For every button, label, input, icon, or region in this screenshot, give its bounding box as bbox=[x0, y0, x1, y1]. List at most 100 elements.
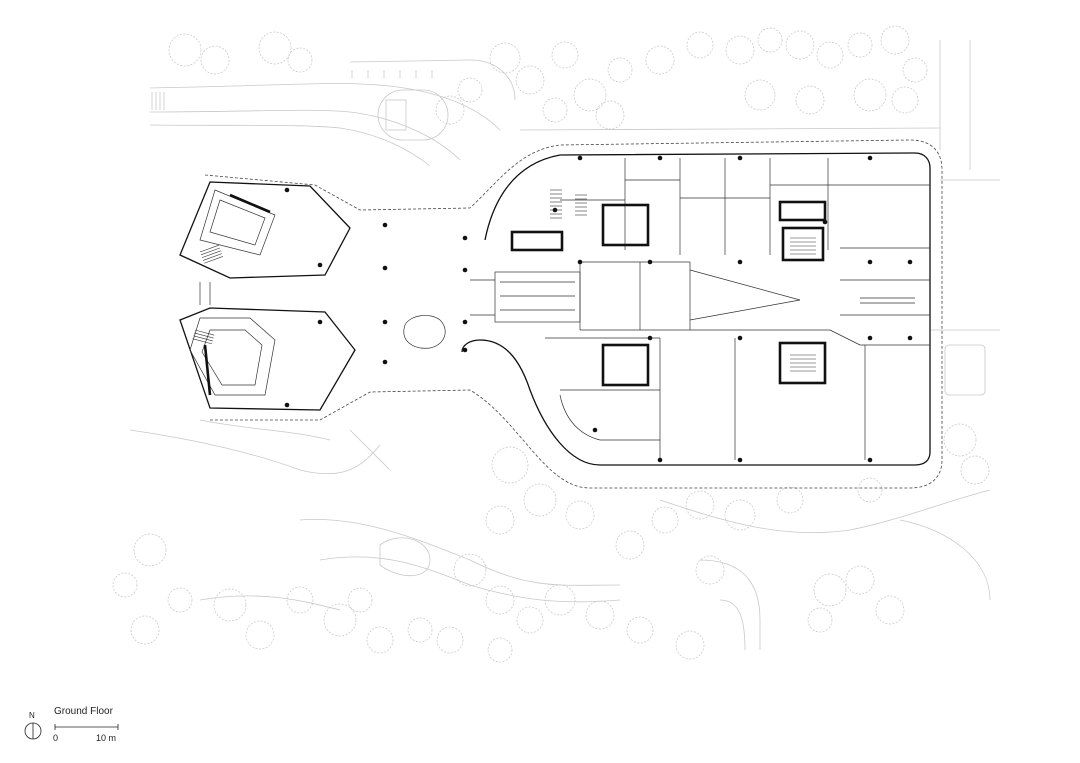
tree bbox=[516, 606, 544, 634]
right-block bbox=[944, 344, 986, 396]
road-edge bbox=[149, 83, 501, 131]
column bbox=[462, 235, 468, 241]
tree bbox=[891, 86, 919, 114]
path-edge bbox=[899, 519, 991, 601]
column bbox=[737, 457, 743, 463]
path-edge bbox=[199, 595, 341, 611]
column bbox=[737, 259, 743, 265]
tree bbox=[626, 616, 654, 644]
tree bbox=[615, 530, 645, 560]
column bbox=[907, 259, 913, 265]
path-edge bbox=[699, 559, 761, 650]
tree bbox=[453, 553, 487, 587]
column bbox=[907, 335, 913, 341]
tree bbox=[130, 615, 160, 645]
trees bbox=[112, 25, 990, 663]
column bbox=[737, 155, 743, 161]
tree bbox=[287, 47, 313, 73]
main-block bbox=[461, 152, 931, 466]
crosswalk bbox=[151, 92, 165, 110]
tree bbox=[167, 587, 193, 613]
tree bbox=[960, 455, 990, 485]
tree bbox=[847, 32, 873, 58]
tree bbox=[685, 490, 715, 520]
scale-end-label: 10 m bbox=[96, 733, 117, 743]
tree bbox=[168, 33, 202, 67]
road-edge bbox=[149, 109, 461, 161]
road-edge bbox=[349, 59, 516, 101]
column bbox=[284, 402, 290, 408]
column bbox=[657, 457, 663, 463]
north-label: N bbox=[29, 711, 35, 720]
tree bbox=[807, 607, 833, 633]
column bbox=[867, 335, 873, 341]
path-edge bbox=[199, 419, 331, 441]
column bbox=[647, 259, 653, 265]
tree bbox=[542, 97, 568, 123]
tree bbox=[573, 78, 607, 112]
tree bbox=[523, 483, 557, 517]
column bbox=[284, 187, 290, 193]
column bbox=[867, 259, 873, 265]
tree bbox=[813, 573, 847, 607]
column bbox=[867, 457, 873, 463]
path-edge bbox=[299, 518, 621, 586]
column bbox=[592, 427, 598, 433]
tree bbox=[651, 506, 679, 534]
interior-partitions bbox=[189, 158, 930, 460]
column bbox=[657, 155, 663, 161]
island bbox=[379, 537, 431, 577]
columns bbox=[284, 155, 913, 463]
tree bbox=[213, 588, 247, 622]
drawing-title: Ground Floor bbox=[54, 706, 113, 717]
road-edge bbox=[149, 124, 431, 167]
tree bbox=[347, 587, 373, 613]
tree bbox=[435, 95, 465, 125]
tree bbox=[795, 85, 825, 115]
tree bbox=[407, 617, 433, 643]
tree bbox=[565, 500, 595, 530]
cores bbox=[203, 193, 827, 396]
tree bbox=[595, 100, 625, 130]
north-arrow bbox=[24, 722, 42, 740]
parking-stripes bbox=[351, 70, 433, 78]
path-edge bbox=[659, 489, 991, 534]
path-edge bbox=[349, 429, 391, 471]
tree bbox=[725, 35, 755, 65]
column bbox=[647, 335, 653, 341]
column bbox=[382, 359, 388, 365]
tree bbox=[245, 620, 275, 650]
tree bbox=[880, 25, 910, 55]
scale-bar bbox=[54, 724, 119, 730]
column bbox=[382, 265, 388, 271]
tree bbox=[902, 57, 928, 83]
tree bbox=[816, 41, 844, 69]
west-pod-north bbox=[179, 181, 351, 279]
path-edge bbox=[129, 429, 381, 475]
tree bbox=[757, 27, 783, 53]
tree bbox=[585, 600, 615, 630]
path-edge bbox=[719, 599, 746, 651]
tree bbox=[675, 630, 705, 660]
tree bbox=[845, 565, 875, 595]
tree bbox=[485, 505, 515, 535]
tree bbox=[785, 30, 815, 60]
tree bbox=[200, 45, 230, 75]
tree bbox=[457, 77, 483, 103]
column bbox=[822, 219, 828, 225]
tree bbox=[112, 572, 138, 598]
tree bbox=[724, 499, 756, 531]
tree bbox=[544, 584, 576, 616]
stairs bbox=[192, 189, 816, 372]
tree bbox=[515, 65, 545, 95]
column bbox=[317, 319, 323, 325]
west-pod-south bbox=[179, 307, 356, 411]
tree bbox=[857, 477, 883, 503]
column bbox=[577, 259, 583, 265]
column bbox=[737, 335, 743, 341]
tree bbox=[323, 603, 357, 637]
tree bbox=[258, 31, 292, 65]
tree bbox=[686, 31, 714, 59]
tree bbox=[875, 595, 905, 625]
